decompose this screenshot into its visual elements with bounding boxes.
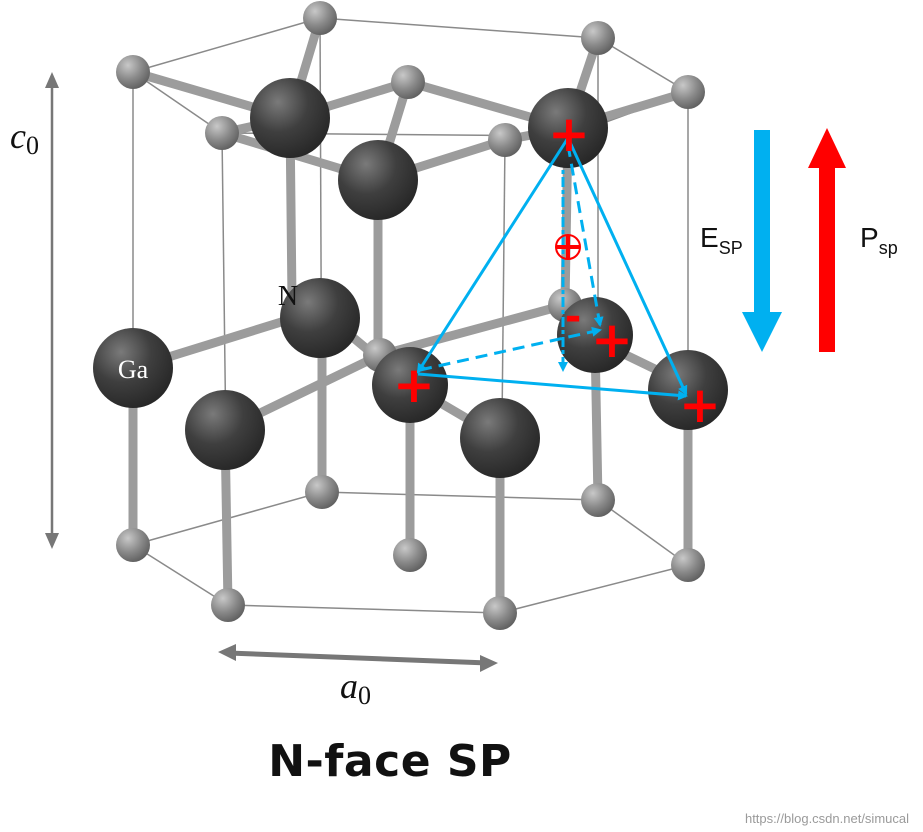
psp-label: P xyxy=(860,222,879,253)
ga-atoms xyxy=(93,78,728,478)
psp-subscript: sp xyxy=(879,238,898,258)
minus-charge: - xyxy=(565,294,582,340)
c0-subscript: 0 xyxy=(26,131,39,160)
circled-plus-icon xyxy=(555,234,581,260)
watermark: https://blog.csdn.net/simucal xyxy=(744,811,909,826)
plus-charge-left: + xyxy=(393,356,435,414)
a0-label: a xyxy=(340,666,358,706)
caption: N-face SP xyxy=(268,736,512,787)
c0-label: c xyxy=(10,116,26,156)
c0-dimension: c0 xyxy=(10,72,59,549)
ga-label: Ga xyxy=(118,355,149,384)
field-tetrahedron xyxy=(416,137,688,401)
esp-down-arrow xyxy=(754,130,770,320)
plus-charge-middle: + xyxy=(591,311,633,369)
svg-text:Psp: Psp xyxy=(860,222,898,258)
svg-text:ESP: ESP xyxy=(700,222,743,258)
psp-up-arrow xyxy=(819,166,835,352)
double-arrow-a0 xyxy=(227,650,489,666)
a0-subscript: 0 xyxy=(358,681,371,710)
n-atoms xyxy=(116,1,705,630)
charge-signs: + + + + - xyxy=(393,105,721,434)
plus-charge-top: + xyxy=(548,105,590,163)
svg-text:c0: c0 xyxy=(10,116,39,160)
esp-arrow-group: ESP xyxy=(700,130,782,352)
esp-label: E xyxy=(700,222,719,253)
a0-dimension: a0 xyxy=(218,644,498,710)
psp-arrow-group: Psp xyxy=(808,128,898,352)
n-label: N xyxy=(278,281,298,312)
esp-subscript: SP xyxy=(719,238,743,258)
svg-text:a0: a0 xyxy=(340,666,371,710)
plus-charge-right: + xyxy=(679,376,721,434)
